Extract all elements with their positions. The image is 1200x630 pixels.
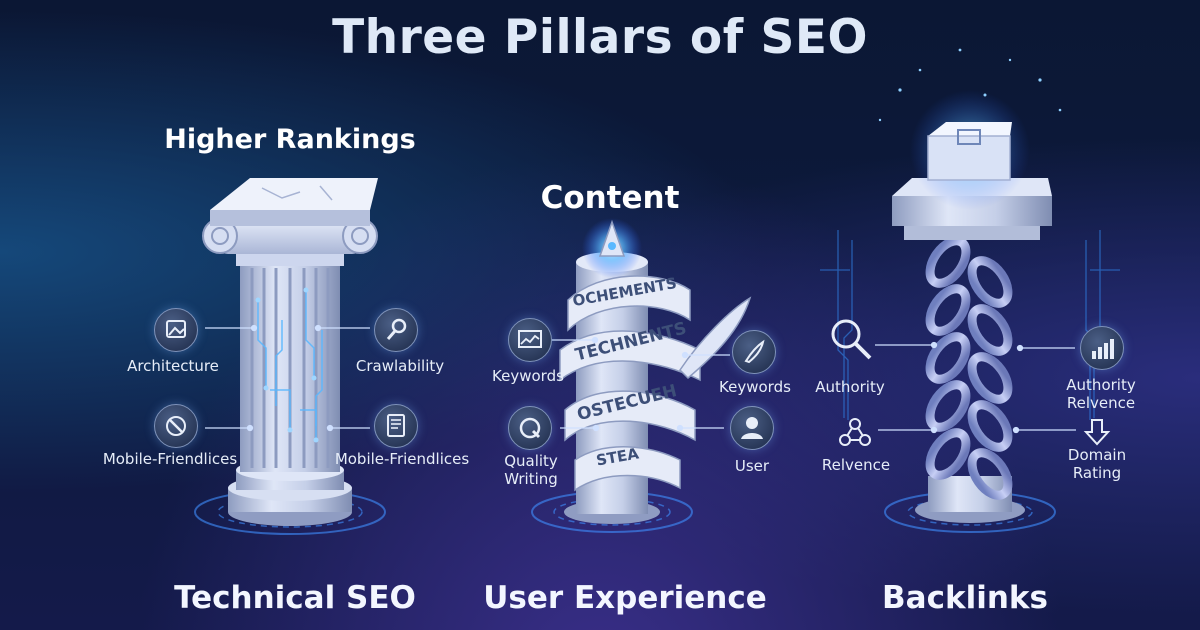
document-icon bbox=[374, 404, 418, 448]
feature-quality-writing: Quality Writing bbox=[504, 452, 558, 488]
quality-icon bbox=[508, 406, 552, 450]
pillar-2-top-label: Content bbox=[540, 180, 680, 216]
pillar-technical-seo bbox=[202, 178, 378, 526]
pillar-2-bottom-label: User Experience bbox=[483, 580, 767, 616]
pillar-user-experience bbox=[559, 218, 752, 524]
feature-relevance: Relvence bbox=[821, 456, 891, 474]
pillar-3-bottom-label: Backlinks bbox=[882, 580, 1048, 616]
feature-keywords-1: Keywords bbox=[492, 367, 564, 385]
feature-architecture: Architecture bbox=[127, 357, 219, 375]
mobile-icon bbox=[154, 404, 198, 448]
connector-lines bbox=[205, 324, 1076, 434]
keywords-chart-icon bbox=[508, 318, 552, 362]
feature-keywords-2: Keywords bbox=[719, 378, 791, 396]
feature-user: User bbox=[734, 457, 770, 475]
feature-mobile-friendliness-1: Mobile-Friendlices bbox=[102, 450, 238, 468]
pillar-1-bottom-label: Technical SEO bbox=[174, 580, 416, 616]
magnifier-icon bbox=[828, 316, 872, 360]
feature-mobile-friendliness-2: Mobile-Friendlices bbox=[334, 450, 470, 468]
feature-domain-rating: Domain Rating bbox=[1067, 446, 1127, 482]
quill-icon bbox=[732, 330, 776, 374]
feature-authority: Authority bbox=[815, 378, 885, 396]
feature-crawlability: Crawlability bbox=[355, 357, 445, 375]
download-icon bbox=[1076, 412, 1118, 454]
bar-chart-icon bbox=[1080, 326, 1124, 370]
pillar-1-top-label: Higher Rankings bbox=[164, 124, 416, 155]
user-icon bbox=[730, 406, 774, 450]
feature-authority-relevance: Authority Relvence bbox=[1066, 376, 1136, 412]
page-title: Three Pillars of SEO bbox=[332, 10, 868, 65]
relevance-icon bbox=[834, 412, 876, 454]
architecture-icon bbox=[154, 308, 198, 352]
crawlability-icon bbox=[374, 308, 418, 352]
